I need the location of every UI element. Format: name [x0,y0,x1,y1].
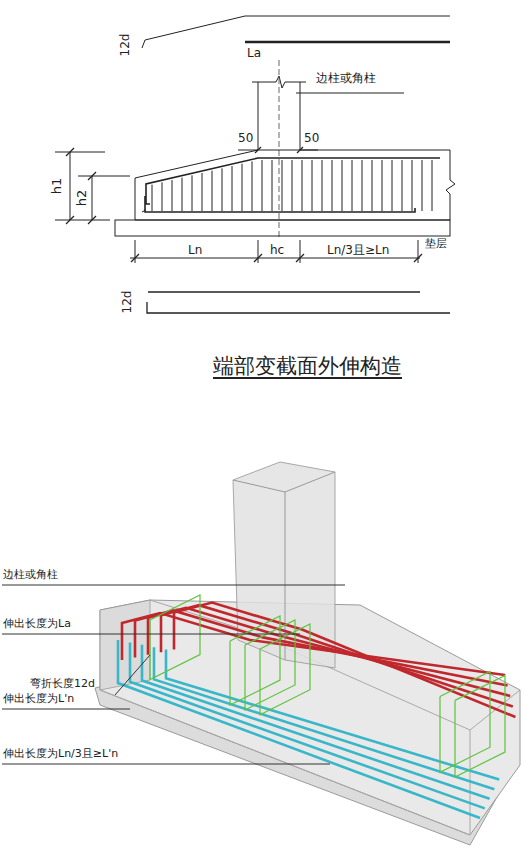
stroke [302,160,303,211]
stroke [342,160,343,211]
stroke [412,160,413,211]
stroke [322,160,323,211]
annotation-label: 伸出长度为Ln/3且≥L'n [3,748,118,760]
stroke [172,180,173,211]
stroke [88,216,96,224]
annotation-label: 伸出长度为L'n [3,693,74,705]
stroke [212,171,213,211]
stroke [422,160,423,211]
stroke [372,160,373,211]
dimension-label: 12d [119,34,132,57]
dimension-label: 12d [121,291,134,314]
stroke [272,160,273,211]
stroke [182,178,183,211]
stroke [131,254,139,262]
stroke [262,160,263,211]
rebar [118,640,480,818]
annotation-label: 边柱或角柱 [316,72,376,85]
stroke [88,172,96,180]
dimension-label: h1 [50,178,64,195]
stroke [292,160,293,211]
stirrup [150,595,200,680]
annotation-label: hc [270,244,284,257]
stroke [296,254,304,262]
stroke [242,164,243,211]
stroke [254,254,262,262]
stroke [232,166,233,211]
annotation-label: Ln [188,244,202,257]
stroke [312,160,313,211]
stroke [162,182,163,211]
rebar [161,605,513,706]
stirrup [260,624,310,715]
annotation-label: 伸出长度为La [3,618,71,630]
stroke [152,185,153,211]
stroke [414,254,422,262]
stroke [402,160,403,211]
stroke [382,160,383,211]
annotation-label: La [247,47,261,60]
stroke [255,147,261,153]
annotation-label: Ln/3且≥Ln [327,244,389,257]
annotation-label: 垫层 [425,238,447,250]
stroke [392,160,393,211]
stroke [192,175,193,211]
stroke [66,148,74,156]
stroke [222,168,223,211]
rebar [154,647,494,789]
stroke [362,160,363,211]
stirrup [245,620,295,710]
dimension-label: h2 [75,190,89,207]
rebar [174,603,515,717]
stirrup [455,675,505,777]
stroke [432,160,433,211]
rebar [166,650,499,780]
rebar [142,645,490,799]
stroke [282,160,283,211]
annotation-label: 边柱或角柱 [3,569,58,581]
annotation-label: 50 [238,132,253,145]
rebar [130,642,485,808]
rebar [148,608,510,696]
stroke [252,161,253,211]
stirrup [230,616,280,705]
stroke [352,160,353,211]
stroke [66,216,74,224]
stroke [332,160,333,211]
annotation-label: 50 [304,132,319,145]
annotation-label: 弯折长度12d [30,678,95,690]
stroke [297,147,303,153]
stroke [202,173,203,211]
drawing-title: 端部变截面外伸构造 [213,352,402,380]
